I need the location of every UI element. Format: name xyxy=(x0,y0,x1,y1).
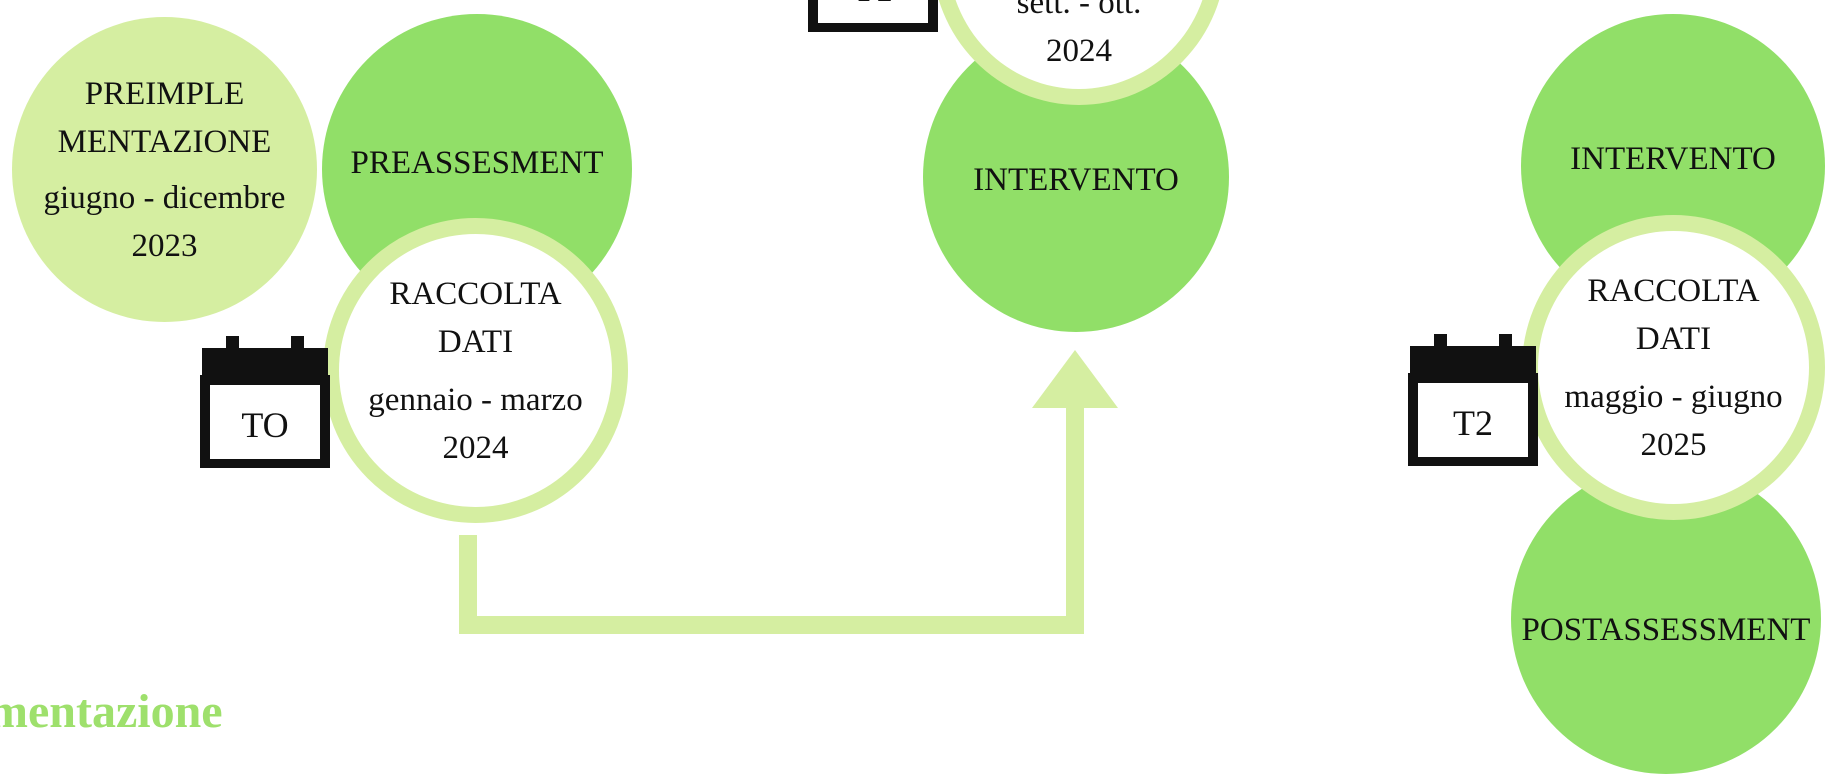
t2-title-line2: DATI xyxy=(1635,320,1712,357)
t2-date-line2: 2025 xyxy=(1640,426,1707,463)
intervento-mid-label: INTERVENTO xyxy=(973,162,1179,198)
calendar-icon-t0: TO xyxy=(200,336,330,469)
t2-calendar-label: T2 xyxy=(1453,403,1493,443)
t0-calendar-label: TO xyxy=(241,405,289,445)
calendar-icon xyxy=(808,0,938,33)
preimplementation-circle: PREIMPLE MENTAZIONE giugno - dicembre 20… xyxy=(12,17,317,322)
calendar-icon xyxy=(1408,334,1538,467)
footer-heading: mentazione xyxy=(0,685,223,738)
t0-date-line2: 2024 xyxy=(442,429,509,466)
t0-data-collection-circle: RACCOLTA DATI gennaio - marzo 2024 xyxy=(323,218,628,523)
preimplementation-title-line1: PREIMPLE xyxy=(84,75,245,112)
t1-calendar-label: T1 xyxy=(808,0,938,10)
preimplementation-date-line1: giugno - dicembre xyxy=(43,179,286,216)
calendar-icon xyxy=(200,336,330,469)
t2-title-line1: RACCOLTA xyxy=(1587,272,1760,309)
intervento-right-label: INTERVENTO xyxy=(1570,141,1776,177)
t0-title-line1: RACCOLTA xyxy=(389,275,562,312)
t2-data-collection-circle: RACCOLTA DATI maggio - giugno 2025 xyxy=(1522,215,1825,520)
calendar-icon-t2: T2 xyxy=(1408,334,1538,467)
postassessment-label: POSTASSESSMENT xyxy=(1521,612,1811,648)
t0-title-line2: DATI xyxy=(437,323,514,360)
preassessment-label: PREASSESMENT xyxy=(350,145,604,181)
preimplementation-title-line2: MENTAZIONE xyxy=(57,123,272,160)
preimplementation-date-line2: 2023 xyxy=(131,227,198,264)
t1-date-line2: 2024 xyxy=(1046,33,1112,69)
t0-date-line1: gennaio - marzo xyxy=(368,381,583,418)
t1-date-line1: sett. - ott. xyxy=(1016,0,1142,21)
calendar-icon-t1: T1 xyxy=(808,0,938,33)
t2-date-line1: maggio - giugno xyxy=(1564,378,1783,415)
